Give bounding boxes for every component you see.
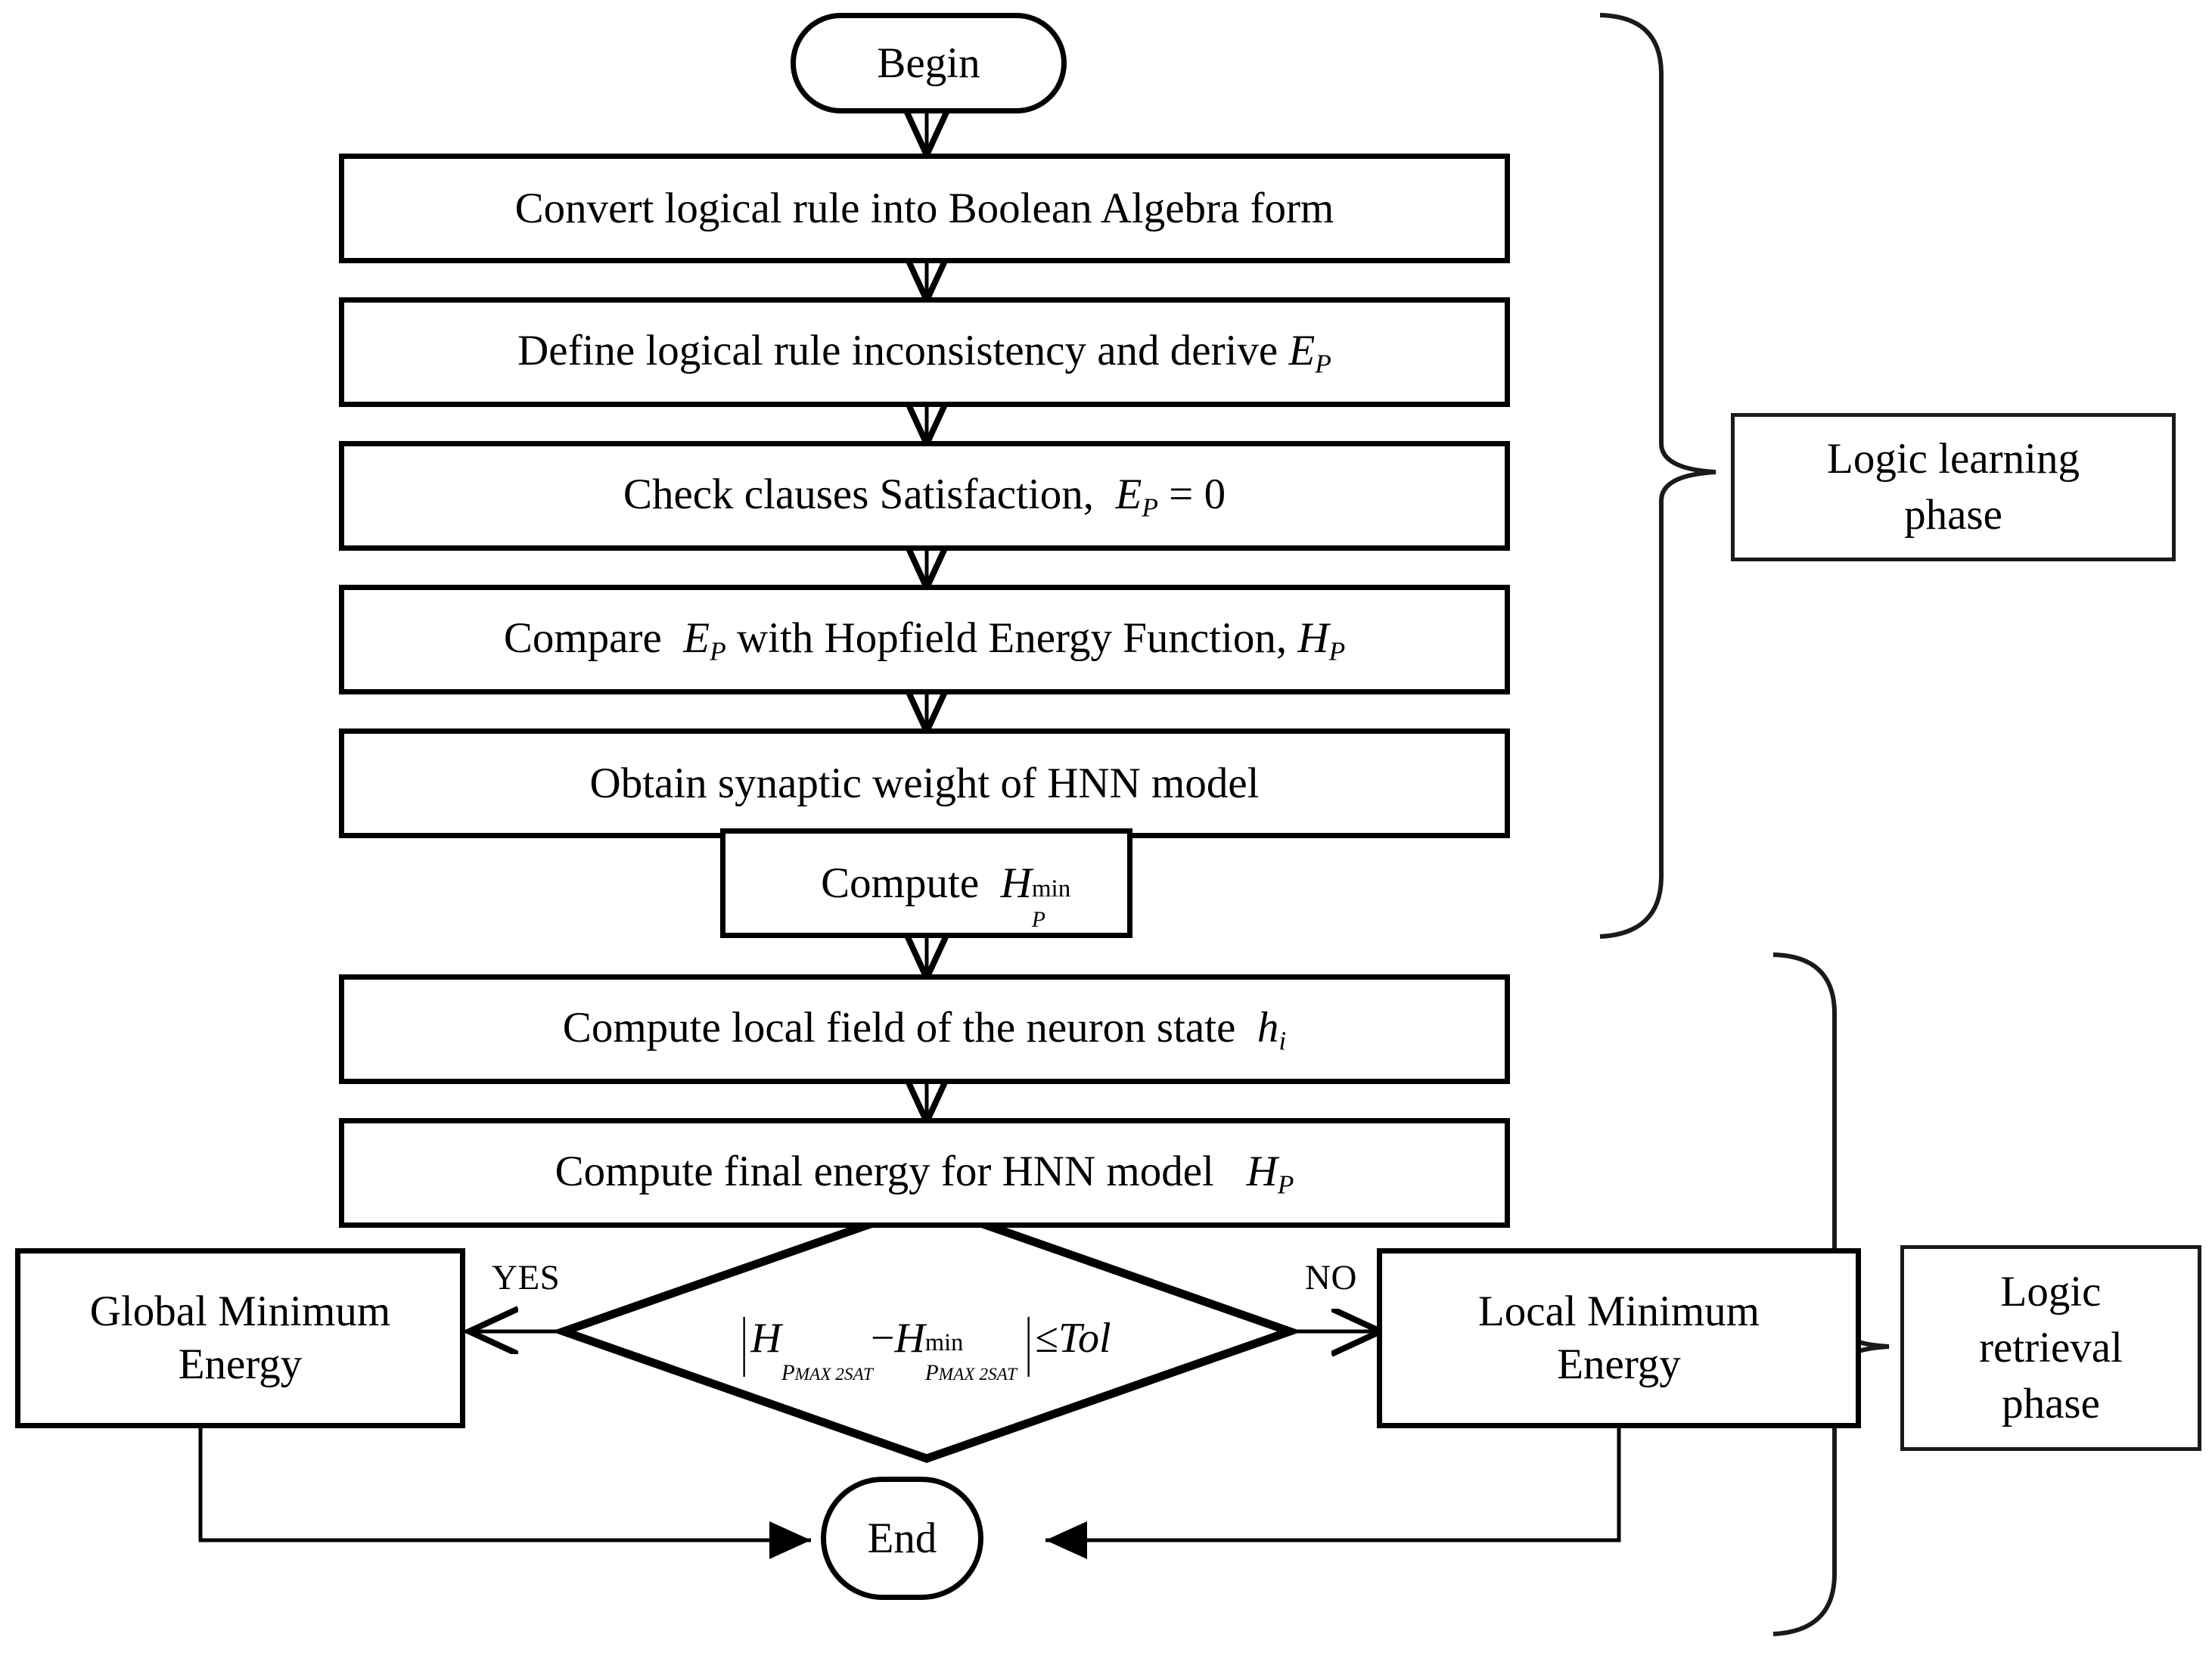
term1-subscript: PMAX 2SAT xyxy=(781,1361,873,1386)
symbol-H: H xyxy=(1297,614,1329,662)
node-convert-logical-rule[interactable]: Convert logical rule into Boolean Algebr… xyxy=(339,154,1510,263)
node-end-label: End xyxy=(867,1514,937,1562)
symbol-h: h xyxy=(1257,1003,1279,1052)
node-compute-final-energy[interactable]: Compute final energy for HNN model HP xyxy=(339,1118,1510,1228)
edge-local-to-end xyxy=(1045,1428,1621,1559)
term2-symbol: H xyxy=(894,1315,925,1362)
symbol-H-superscript: min xyxy=(1031,875,1071,903)
node-compare-energy-label: Compare EP with Hopfield Energy Function… xyxy=(503,614,1346,666)
node-global-minimum-energy[interactable]: Global Minimum Energy xyxy=(15,1248,465,1428)
node-convert-logical-rule-label: Convert logical rule into Boolean Algebr… xyxy=(514,184,1334,232)
learning-phase-bracket xyxy=(1599,13,1716,939)
node-compute-local-field[interactable]: Compute local field of the neuron state … xyxy=(339,974,1510,1084)
symbol-H: H xyxy=(1000,859,1032,907)
symbol-E: E xyxy=(683,614,710,662)
edge-label-no: NO xyxy=(1305,1258,1357,1297)
term1-subsubscript: MAX 2SAT xyxy=(794,1365,873,1385)
node-check-clauses[interactable]: Check clauses Satisfaction, EP = 0 xyxy=(339,441,1510,551)
node-begin[interactable]: Begin xyxy=(791,13,1067,113)
node-compare-energy[interactable]: Compare EP with Hopfield Energy Function… xyxy=(339,585,1510,694)
symbol-H-subscript: P xyxy=(1031,908,1045,933)
edge-label-yes: YES xyxy=(492,1258,561,1297)
term2-subsubscript: MAX 2SAT xyxy=(938,1365,1017,1385)
node-obtain-synaptic-weight-label: Obtain synaptic weight of HNN model xyxy=(589,759,1260,807)
relation-equals-zero: = 0 xyxy=(1169,470,1226,518)
relation-leq: ≤ xyxy=(1035,1315,1059,1362)
node-define-inconsistency-label: Define logical rule inconsistency and de… xyxy=(517,326,1331,379)
node-end[interactable]: End xyxy=(821,1477,983,1600)
node-begin-label: Begin xyxy=(877,39,980,87)
symbol-H: H xyxy=(1246,1147,1278,1195)
term2-superscript: min xyxy=(924,1329,964,1357)
symbol-E: E xyxy=(1115,470,1142,518)
abs-bar-right: | xyxy=(1024,1304,1033,1377)
node-define-inconsistency[interactable]: Define logical rule inconsistency and de… xyxy=(339,297,1510,407)
symbol-H-subscript: P xyxy=(1277,1170,1294,1200)
node-global-minimum-energy-label: Global Minimum Energy xyxy=(89,1288,391,1388)
phase-box-logic-retrieval: Logic retrieval phase xyxy=(1900,1245,2201,1451)
tolerance-symbol: Tol xyxy=(1058,1315,1111,1362)
phase-box-logic-retrieval-label: Logic retrieval phase xyxy=(1979,1267,2123,1428)
node-obtain-synaptic-weight[interactable]: Obtain synaptic weight of HNN model xyxy=(339,728,1510,838)
term2-subscript: PMAX 2SAT xyxy=(924,1361,1017,1386)
symbol-H-subscript: P xyxy=(1328,636,1346,666)
edge-global-to-end xyxy=(198,1428,811,1559)
node-local-minimum-energy-label: Local Minimum Energy xyxy=(1477,1288,1760,1388)
symbol-E-subscript: P xyxy=(1142,492,1158,523)
symbol-E: E xyxy=(1288,326,1316,374)
term1-symbol: H xyxy=(750,1315,781,1362)
node-compute-final-energy-label: Compute final energy for HNN model HP xyxy=(555,1147,1294,1200)
abs-bar-left: | xyxy=(740,1304,748,1377)
node-local-minimum-energy[interactable]: Local Minimum Energy xyxy=(1377,1248,1861,1428)
phase-box-logic-learning-label: Logic learning phase xyxy=(1827,434,2080,539)
symbol-h-subscript: i xyxy=(1278,1026,1287,1056)
phase-box-logic-learning: Logic learning phase xyxy=(1731,413,2176,561)
node-compute-local-field-label: Compute local field of the neuron state … xyxy=(562,1003,1287,1056)
symbol-E-subscript: P xyxy=(710,636,726,666)
symbol-E-subscript: P xyxy=(1315,349,1331,379)
operator-minus: − xyxy=(870,1315,895,1362)
node-check-clauses-label: Check clauses Satisfaction, EP = 0 xyxy=(623,470,1226,523)
